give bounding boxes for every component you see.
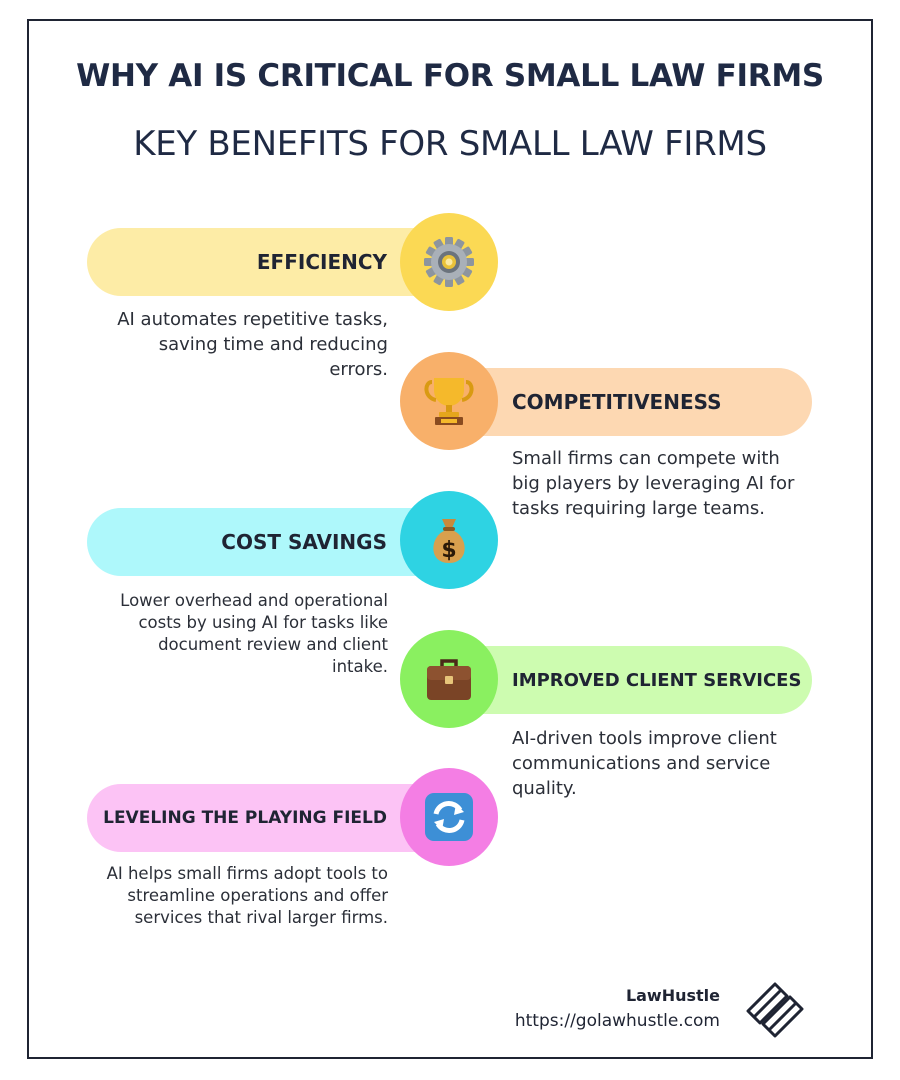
benefit-client-services-description: AI-driven tools improve client communica…	[512, 728, 777, 799]
page-title: WHY AI IS CRITICAL FOR SMALL LAW FIRMS	[76, 58, 824, 94]
benefit-competitiveness-pill: COMPETITIVENESS	[450, 368, 812, 436]
benefit-leveling-pill: LEVELING THE PLAYING FIELD	[87, 784, 449, 852]
benefit-competitiveness-label: COMPETITIVENESS	[512, 390, 722, 414]
benefit-cost-savings-label: COST SAVINGS	[221, 530, 387, 554]
infographic-frame	[27, 19, 873, 1059]
page-subtitle: KEY BENEFITS FOR SMALL LAW FIRMS	[133, 124, 767, 164]
svg-text:$: $	[441, 538, 456, 563]
briefcase-icon	[427, 659, 471, 700]
benefit-client-services-pill: IMPROVED CLIENT SERVICES	[450, 646, 812, 714]
benefit-competitiveness-description: Small firms can compete with big players…	[512, 448, 795, 519]
benefit-leveling-circle	[400, 768, 498, 866]
gear-icon	[424, 237, 474, 287]
benefit-client-services-label: IMPROVED CLIENT SERVICES	[512, 669, 802, 691]
benefit-competitiveness-circle	[400, 352, 498, 450]
benefit-cost-savings-circle: $	[400, 491, 498, 589]
brand-name: LawHustle	[625, 986, 720, 1005]
money-bag-icon: $	[433, 519, 465, 563]
benefit-efficiency-pill: EFFICIENCY	[87, 228, 449, 296]
benefit-leveling-description: AI helps small firms adopt tools to stre…	[106, 864, 388, 927]
benefit-client-services-circle	[400, 630, 498, 728]
refresh-arrows-icon	[425, 793, 473, 841]
lawhustle-logo-icon	[746, 982, 804, 1038]
benefit-efficiency-label: EFFICIENCY	[256, 250, 387, 274]
benefit-cost-savings-description: Lower overhead and operational costs by …	[120, 591, 388, 676]
benefit-efficiency-circle	[400, 213, 498, 311]
benefit-cost-savings-pill: COST SAVINGS	[87, 508, 449, 576]
benefit-leveling-label: LEVELING THE PLAYING FIELD	[103, 808, 387, 828]
brand-url-link[interactable]: https://golawhustle.com	[514, 1011, 720, 1031]
benefit-efficiency-description: AI automates repetitive tasks, saving ti…	[117, 309, 388, 380]
trophy-icon	[424, 378, 474, 425]
